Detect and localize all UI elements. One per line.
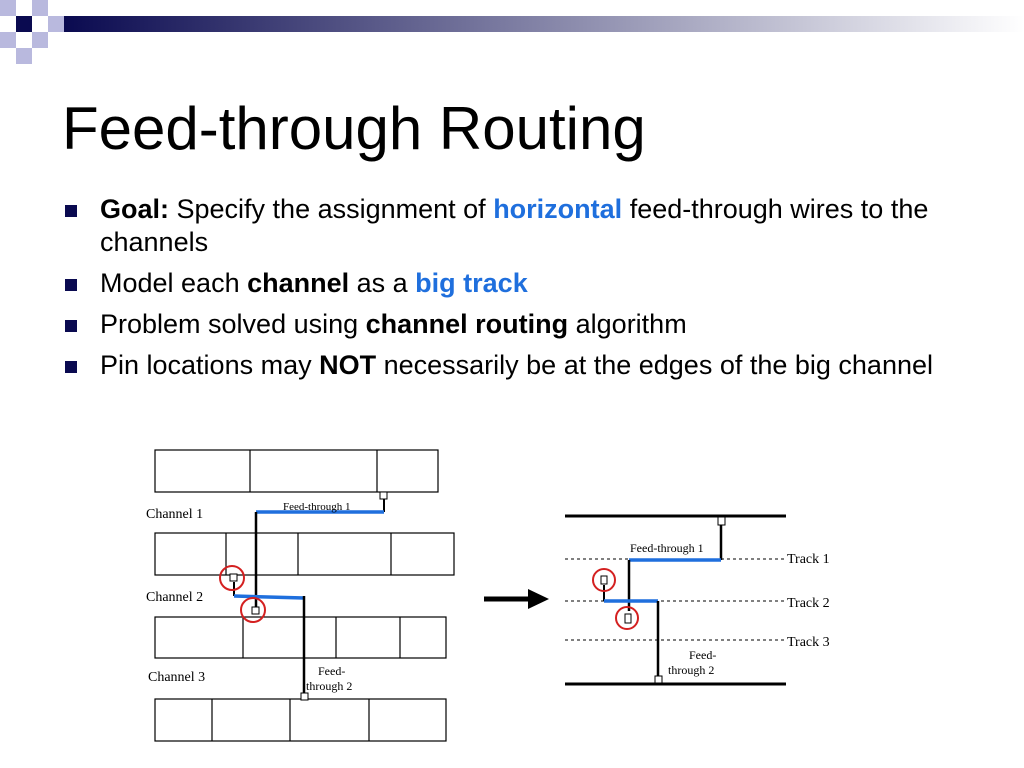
highlight-circle xyxy=(240,597,266,623)
deco-square xyxy=(32,32,48,48)
header-gradient-bar xyxy=(64,16,1024,32)
right-pins xyxy=(600,516,726,684)
bullet-text-run: Problem solved using xyxy=(100,309,366,339)
bullet-square-icon xyxy=(65,279,77,291)
right-labels: Feed-through 1 Track 1 Track 2 Track 3 F… xyxy=(630,541,830,677)
feedthrough-2-label-line1: Feed- xyxy=(318,664,345,678)
left-wires xyxy=(233,496,385,694)
bullet-square-icon xyxy=(65,320,77,332)
right-circle-markers xyxy=(592,568,639,630)
pin xyxy=(300,692,309,701)
left-circle-markers xyxy=(219,565,266,623)
bullet-square-icon xyxy=(65,361,77,373)
bullet-text-run: NOT xyxy=(319,350,377,380)
highlight-circle xyxy=(592,568,616,592)
pin xyxy=(229,573,238,582)
pin xyxy=(717,516,726,526)
deco-square xyxy=(16,16,32,32)
left-pins xyxy=(229,491,388,701)
bullet-text-run: necessarily be at the edges of the big c… xyxy=(376,350,933,380)
bullet-text-run: Goal: xyxy=(100,194,170,224)
bullet-item: Pin locations may NOT necessarily be at … xyxy=(62,349,982,382)
bullet-text-run: channel xyxy=(247,268,350,298)
bullet-text-run: algorithm xyxy=(568,309,687,339)
bullet-item: Goal: Specify the assignment of horizont… xyxy=(62,193,982,259)
cell-row-3 xyxy=(154,616,447,659)
arrow-icon xyxy=(484,589,549,609)
deco-square xyxy=(0,32,16,48)
right-diagram xyxy=(565,514,787,686)
cell-row-2 xyxy=(154,532,455,576)
deco-square xyxy=(0,0,16,16)
bullet-text-run: as a xyxy=(349,268,416,298)
highlight-circle xyxy=(615,606,639,630)
bullet-text-run: horizontal xyxy=(493,194,623,224)
bullet-text-run: Model each xyxy=(100,268,248,298)
bullet-item: Problem solved using channel routing alg… xyxy=(62,308,982,341)
pin xyxy=(654,675,663,684)
pin xyxy=(379,491,388,500)
feedthrough-2-label-line1: Feed- xyxy=(689,648,716,662)
bullet-item: Model each channel as a big track xyxy=(62,267,982,300)
channel-3-label: Channel 3 xyxy=(148,670,205,685)
track-2-label: Track 2 xyxy=(787,596,830,611)
deco-square xyxy=(16,48,32,64)
cell-row-1 xyxy=(154,449,439,493)
deco-square xyxy=(32,0,48,16)
deco-square xyxy=(48,16,64,32)
channel-2-label: Channel 2 xyxy=(146,590,203,605)
bullet-square-icon xyxy=(65,205,77,217)
corner-decoration xyxy=(0,0,64,64)
pin xyxy=(251,606,260,615)
bullet-text-run: Pin locations may xyxy=(100,350,320,380)
channel-1-label: Channel 1 xyxy=(146,507,203,522)
feedthrough-1-label: Feed-through 1 xyxy=(283,501,351,513)
track-1-label: Track 1 xyxy=(787,552,830,567)
pin xyxy=(600,575,608,585)
left-labels: Channel 1 Channel 2 Channel 3 Feed-throu… xyxy=(146,501,352,693)
bullet-text-run: big track xyxy=(415,268,528,298)
bullet-list: Goal: Specify the assignment of horizont… xyxy=(62,193,982,390)
cell-row-4 xyxy=(154,698,447,742)
bullet-text-run: channel routing xyxy=(365,309,569,339)
pin xyxy=(624,613,632,624)
feedthrough-2-label-line2: through 2 xyxy=(668,663,714,677)
slide-title: Feed-through Routing xyxy=(62,95,646,162)
bullet-text-run: Specify the assignment of xyxy=(169,194,494,224)
feedthrough-1-label: Feed-through 1 xyxy=(630,541,704,555)
feedthrough-2-label-line2: through 2 xyxy=(306,679,352,693)
bullet-text-run: feed-through wires to the channels xyxy=(100,194,929,257)
left-diagram xyxy=(154,449,455,742)
track-3-label: Track 3 xyxy=(787,635,830,650)
highlight-circle xyxy=(219,565,245,591)
feedthrough-2-wire xyxy=(233,594,305,600)
